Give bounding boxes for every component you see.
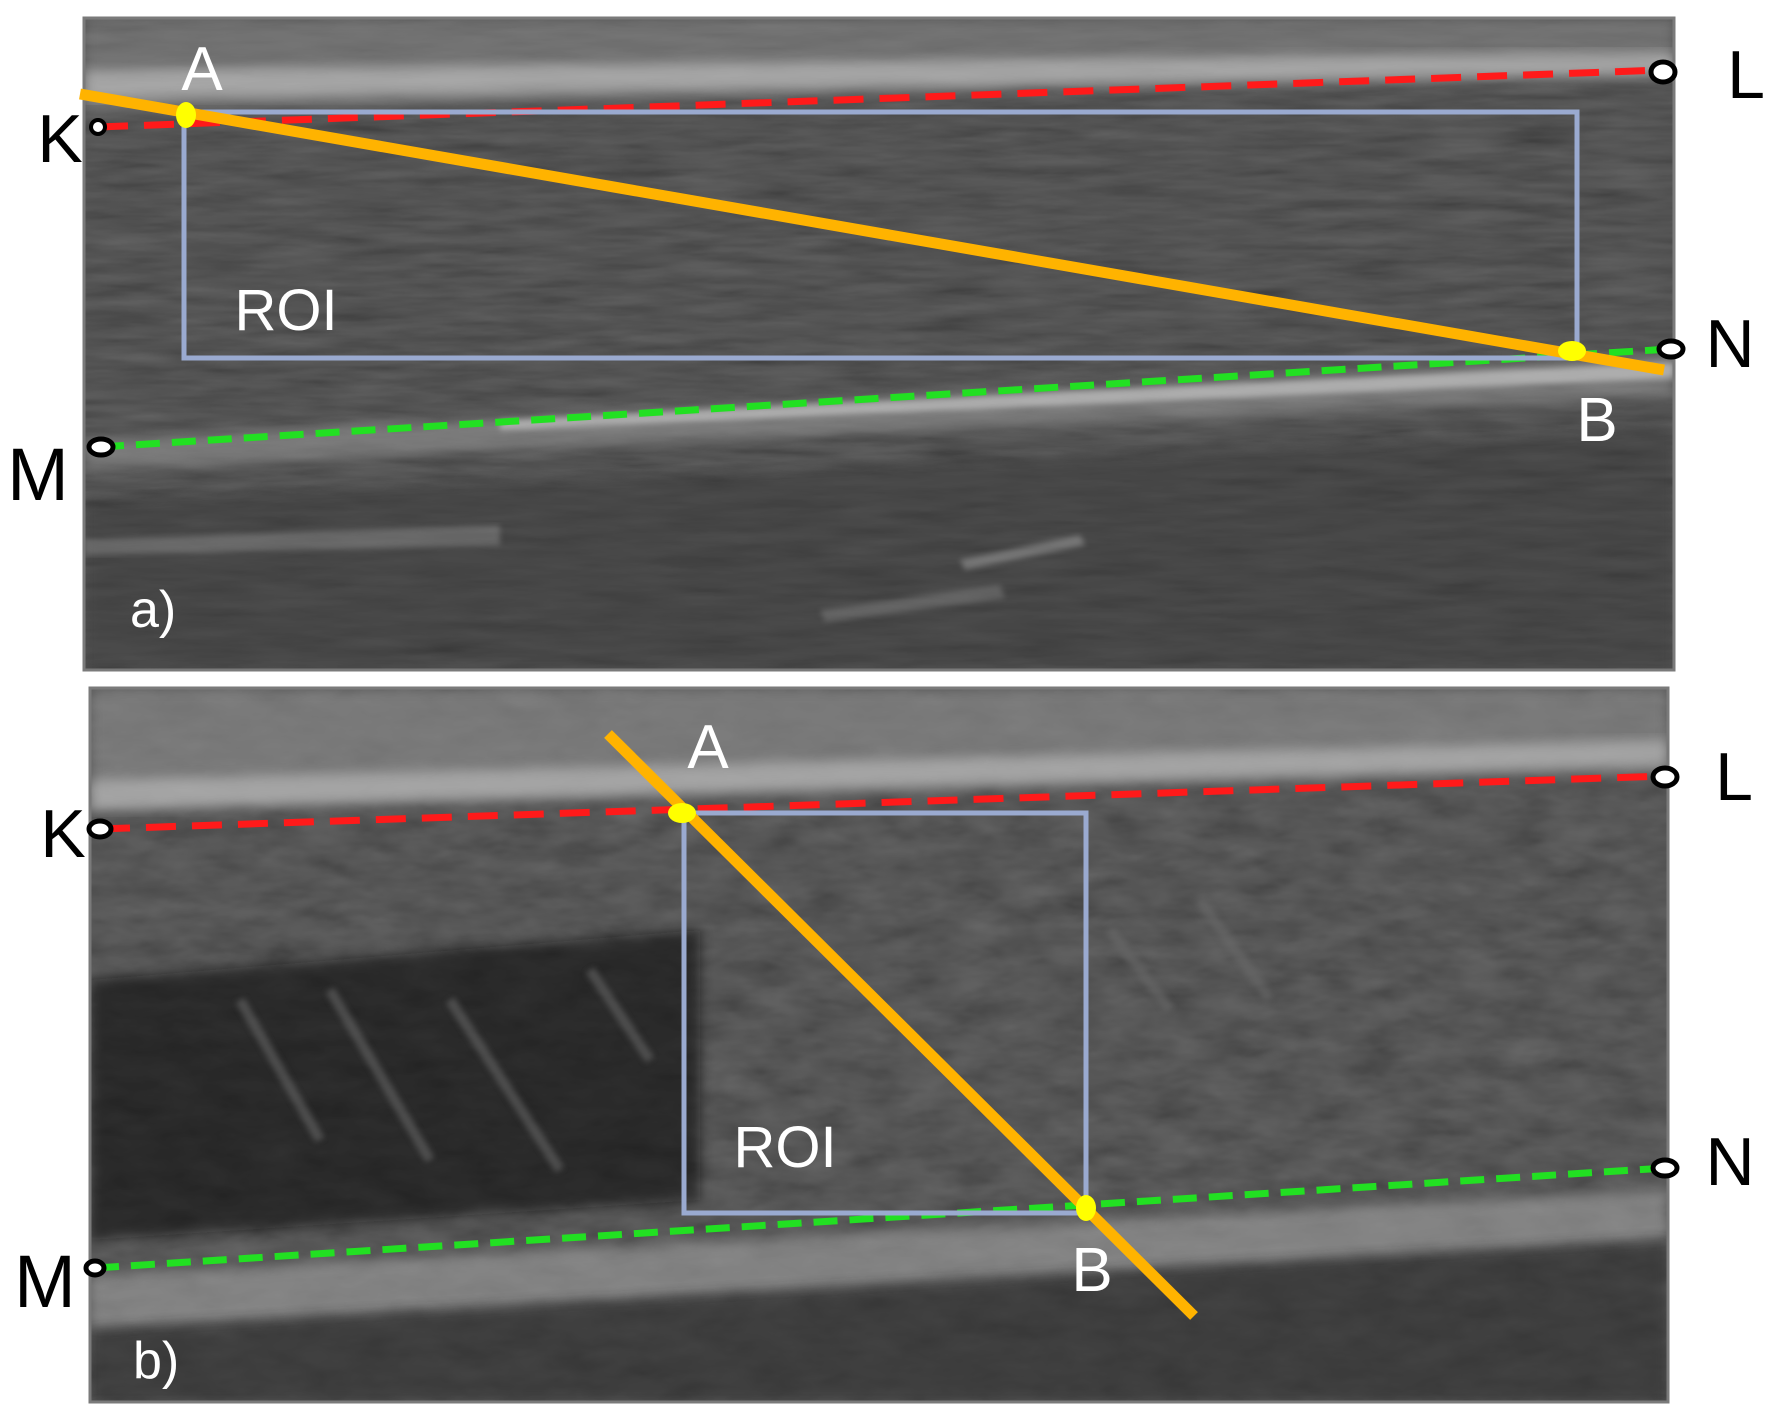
endpoint-m-marker (83, 1258, 107, 1278)
panel-a: A B ROI a) K L M N (7, 16, 1765, 672)
endpoint-k-marker (86, 818, 114, 840)
roi-label: ROI (733, 1115, 836, 1180)
ultrasound-image-a (84, 18, 1674, 670)
point-b-label: B (1576, 386, 1617, 455)
end-k-label: K (37, 101, 82, 177)
endpoint-l-marker (1650, 765, 1680, 789)
end-k-label: K (40, 796, 85, 872)
intersection-point-b (1076, 1195, 1096, 1221)
endpoint-k-marker (89, 118, 107, 136)
endpoint-m-marker (86, 436, 116, 458)
point-b-label: B (1071, 1236, 1112, 1305)
panel-label-b: b) (133, 1332, 179, 1390)
end-n-label: N (1705, 306, 1754, 382)
point-a-label: A (687, 713, 729, 782)
panel-label-a: a) (130, 581, 176, 639)
intersection-point-b (1558, 341, 1586, 361)
lower-boundary-line (99, 345, 1671, 451)
upper-boundary-line (97, 66, 1664, 131)
intersection-point-a (176, 102, 196, 128)
endpoint-n-marker (1656, 338, 1686, 360)
end-m-label: M (14, 1240, 76, 1323)
intersection-point-a (668, 803, 696, 823)
endpoint-n-marker (1650, 1157, 1680, 1179)
ultrasound-image-b (90, 688, 1668, 1402)
end-m-label: M (7, 433, 69, 516)
end-l-label: L (1715, 739, 1753, 815)
fascicle-line (79, 88, 1665, 376)
point-a-label: A (181, 35, 223, 104)
roi-box (681, 810, 1089, 1216)
lower-boundary-line (94, 1164, 1666, 1272)
panel-b: A B ROI b) K L M N (14, 686, 1755, 1404)
upper-boundary-line (99, 772, 1666, 833)
end-n-label: N (1705, 1124, 1754, 1200)
roi-label: ROI (234, 278, 337, 343)
image-frame-b (88, 686, 1670, 1404)
end-l-label: L (1727, 37, 1765, 113)
roi-box (181, 109, 1580, 361)
endpoint-l-marker (1648, 59, 1678, 85)
fascicle-line (604, 730, 1198, 1320)
